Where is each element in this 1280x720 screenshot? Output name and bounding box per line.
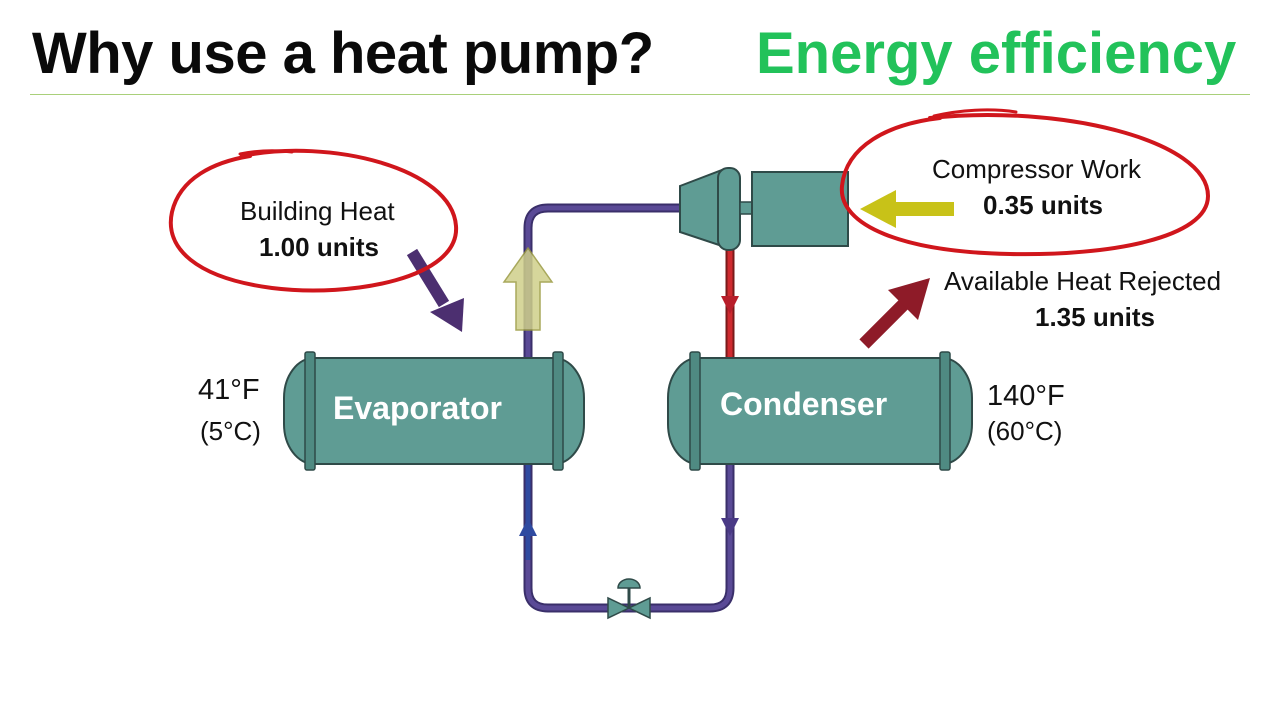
building-heat-arrow [406, 248, 464, 332]
building-heat-value: 1.00 units [259, 232, 379, 262]
compressor-work-value: 0.35 units [983, 190, 1103, 220]
vapor-flow-arrow [502, 246, 554, 331]
condenser-vessel [667, 351, 973, 471]
evaporator-temp-fahrenheit: 41°F [198, 374, 260, 406]
building-heat-label: Building Heat [240, 196, 395, 226]
highlight-circle-building-heat [168, 148, 459, 293]
compressor [679, 167, 849, 251]
highlight-circle-compressor-work [839, 108, 1211, 257]
condenser-temp-fahrenheit: 140°F [987, 380, 1065, 412]
flow-arrow-down-liquid [721, 518, 739, 536]
condenser-temp-celsius: (60°C) [987, 416, 1063, 446]
evaporator-vessel [283, 351, 585, 471]
expansion-valve [607, 578, 651, 620]
condenser-label: Condenser [720, 386, 888, 422]
heat-rejected-arrow [859, 278, 930, 349]
evaporator-temp-celsius: (5°C) [200, 416, 261, 446]
compressor-work-arrow [860, 190, 954, 228]
flow-arrow-up-liquid [519, 518, 537, 536]
compressor-work-label: Compressor Work [932, 154, 1142, 184]
heat-rejected-value: 1.35 units [1035, 302, 1155, 332]
slide-subtitle: Energy efficiency [756, 21, 1237, 86]
evaporator-label: Evaporator [333, 390, 502, 426]
title-divider [30, 94, 1250, 95]
slide-title: Why use a heat pump? [32, 21, 654, 86]
heat-rejected-label: Available Heat Rejected [944, 266, 1222, 296]
flow-arrow-down-hot [721, 296, 739, 314]
